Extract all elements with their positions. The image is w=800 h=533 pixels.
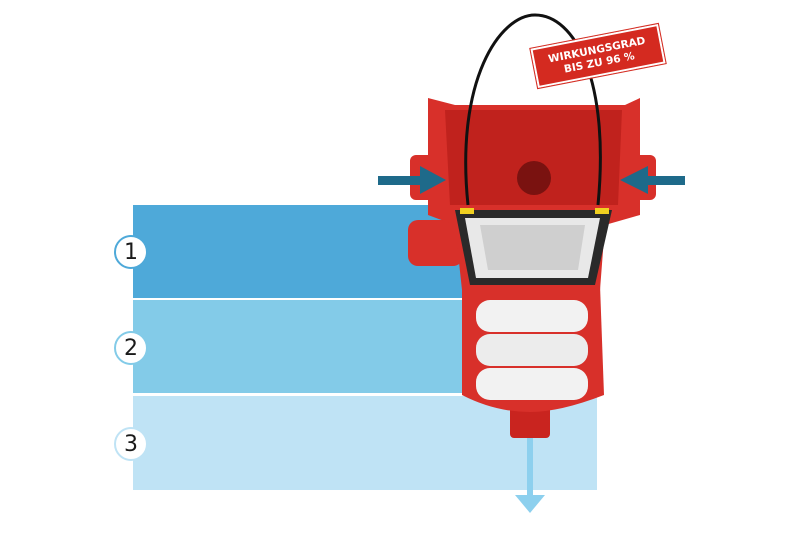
outflow-arrow-icon [515, 435, 545, 513]
inflow-arrow-left-icon [378, 166, 446, 194]
overflow-pipe [408, 220, 463, 266]
zone-1-number: 1 [114, 235, 148, 269]
filter-sponges [476, 300, 588, 400]
zone-3-number: 3 [114, 427, 148, 461]
inlet-hole [517, 161, 551, 195]
inflow-arrow-right-icon [620, 166, 685, 194]
handle [464, 13, 602, 206]
zone-2-number: 2 [114, 331, 148, 365]
zone-2-band [133, 300, 473, 393]
